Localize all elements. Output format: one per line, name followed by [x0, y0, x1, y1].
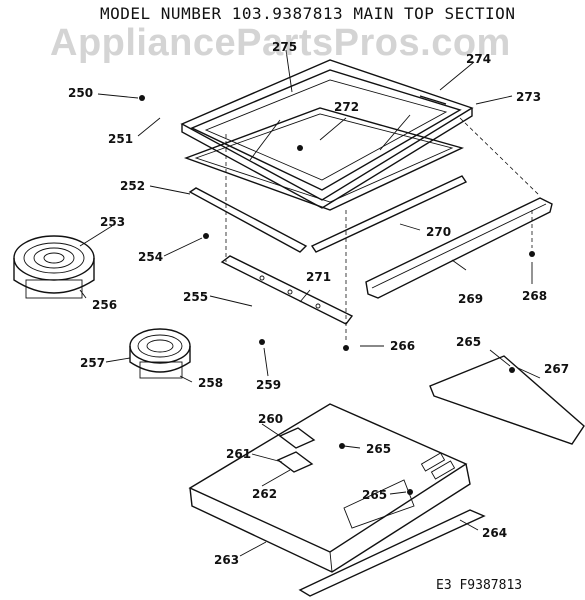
callout-261: 261 — [226, 447, 252, 461]
part-267-panel — [429, 355, 585, 445]
part-275-gasket — [183, 107, 464, 211]
part-263-burner-box — [188, 403, 486, 597]
callout-257: 257 — [80, 356, 106, 370]
callout-252: 252 — [120, 179, 146, 193]
callout-256: 256 — [92, 298, 118, 312]
callout-264: 264 — [482, 526, 508, 540]
callout-267: 267 — [544, 362, 570, 376]
callout-260: 260 — [258, 412, 284, 426]
part-252-strip — [188, 187, 308, 253]
callout-272: 272 — [334, 100, 360, 114]
leader-lines — [79, 49, 541, 557]
callout-251: 251 — [108, 132, 134, 146]
part-260-bracket — [276, 427, 316, 473]
callout-255: 255 — [183, 290, 209, 304]
part-270-strip — [310, 175, 468, 253]
part-257-burner — [129, 328, 191, 379]
callout-250: 250 — [68, 86, 94, 100]
diagram-title: MODEL NUMBER 103.9387813 MAIN TOP SECTIO… — [100, 4, 516, 23]
callout-265-panel: 265 — [456, 335, 482, 349]
callout-268: 268 — [522, 289, 548, 303]
callout-271: 271 — [306, 270, 332, 284]
callout-259: 259 — [256, 378, 282, 392]
callout-263: 263 — [214, 553, 240, 567]
part-271-bracket — [220, 255, 354, 325]
callout-274: 274 — [466, 52, 492, 66]
callout-269: 269 — [458, 292, 484, 306]
part-269-trim — [365, 197, 553, 299]
screws — [139, 95, 535, 495]
callout-254: 254 — [138, 250, 164, 264]
callout-275: 275 — [272, 40, 298, 54]
callout-253: 253 — [100, 215, 126, 229]
alignment-lines — [225, 117, 541, 340]
callout-265-box-front: 265 — [362, 488, 388, 502]
callout-265-box-top: 265 — [366, 442, 392, 456]
drawing-code: E3 F9387813 — [436, 578, 523, 593]
callout-273: 273 — [516, 90, 542, 104]
callout-262: 262 — [252, 487, 278, 501]
part-272-glass — [204, 79, 448, 181]
watermark: AppliancePartsPros.com — [50, 22, 511, 64]
part-273-frame — [180, 59, 474, 209]
part-253-burner — [13, 235, 95, 299]
callout-266: 266 — [390, 339, 416, 353]
callout-258: 258 — [198, 376, 224, 390]
callout-270: 270 — [426, 225, 452, 239]
